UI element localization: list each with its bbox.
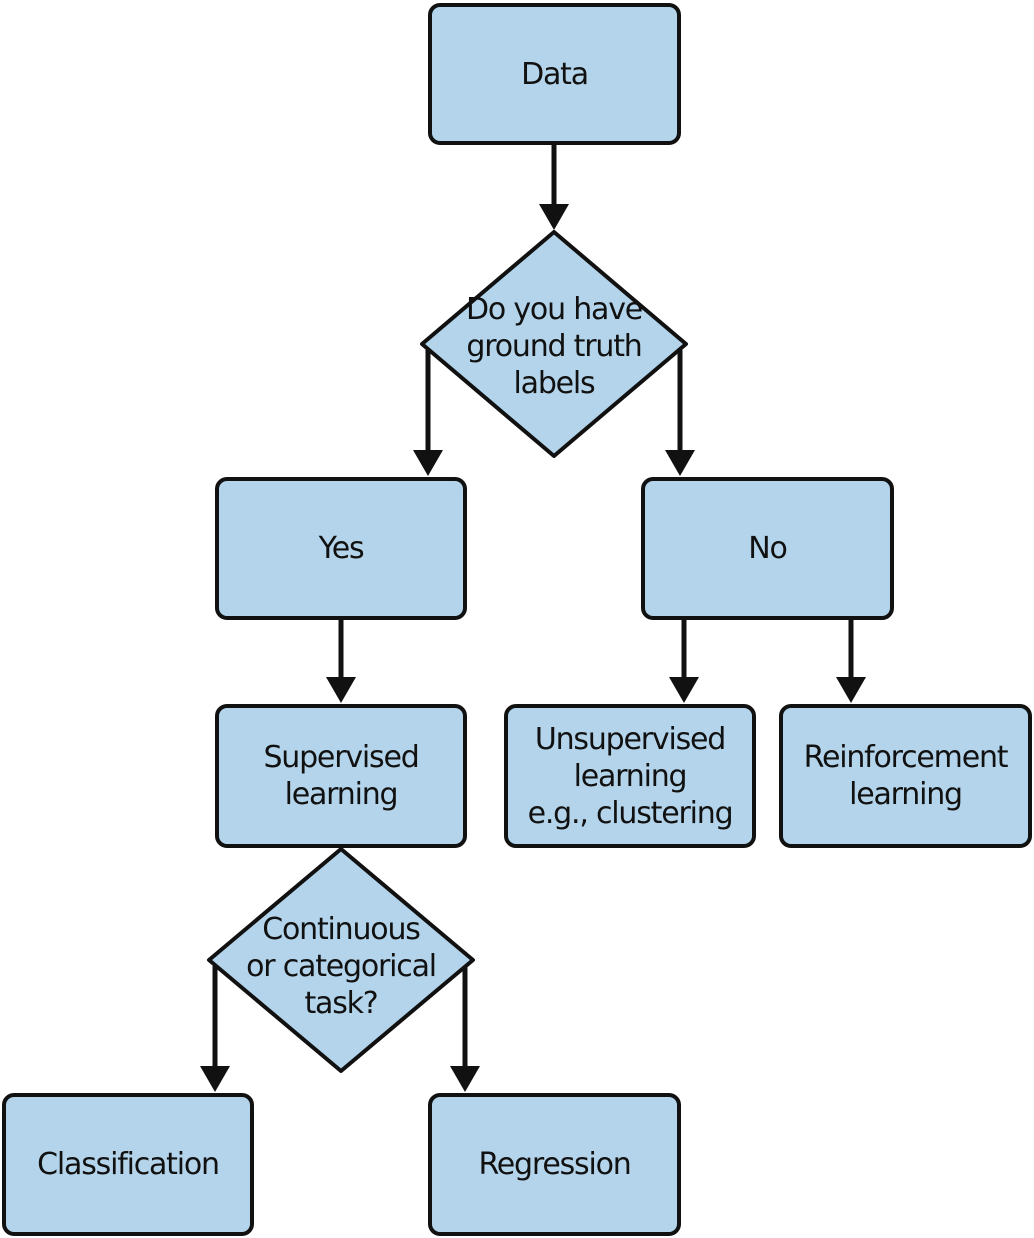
arrow-task-to-regression [450,966,480,1092]
arrow-question-to-yes [413,350,443,476]
node-unsupervised-learning: Unsupervised learning e.g., clustering [504,704,756,848]
node-yes-label: Yes [318,531,365,566]
arrow-no-to-reinforcement [836,620,866,703]
node-reinforcement-learning-label: Reinforcement learning [803,740,1009,812]
decision-diamond-labels [420,230,688,458]
node-data: Data [428,3,681,145]
node-reinforcement-learning: Reinforcement learning [779,704,1032,848]
decision-diamond-task [207,847,475,1073]
node-supervised-learning-label: Supervised learning [263,740,419,812]
arrow-question-to-no [665,350,695,476]
node-yes: Yes [215,477,467,620]
node-no-label: No [748,531,788,566]
arrow-data-to-question [539,145,569,230]
node-classification: Classification [2,1093,254,1236]
node-no: No [641,477,894,620]
node-data-label: Data [521,56,589,92]
arrow-yes-to-supervised [326,620,356,703]
node-regression: Regression [428,1093,681,1236]
node-supervised-learning: Supervised learning [215,704,467,848]
node-regression-label: Regression [478,1147,631,1182]
node-unsupervised-learning-label: Unsupervised learning e.g., clustering [527,721,734,831]
node-classification-label: Classification [37,1147,220,1182]
arrow-task-to-classification [200,966,230,1092]
arrow-no-to-unsupervised [669,620,699,703]
